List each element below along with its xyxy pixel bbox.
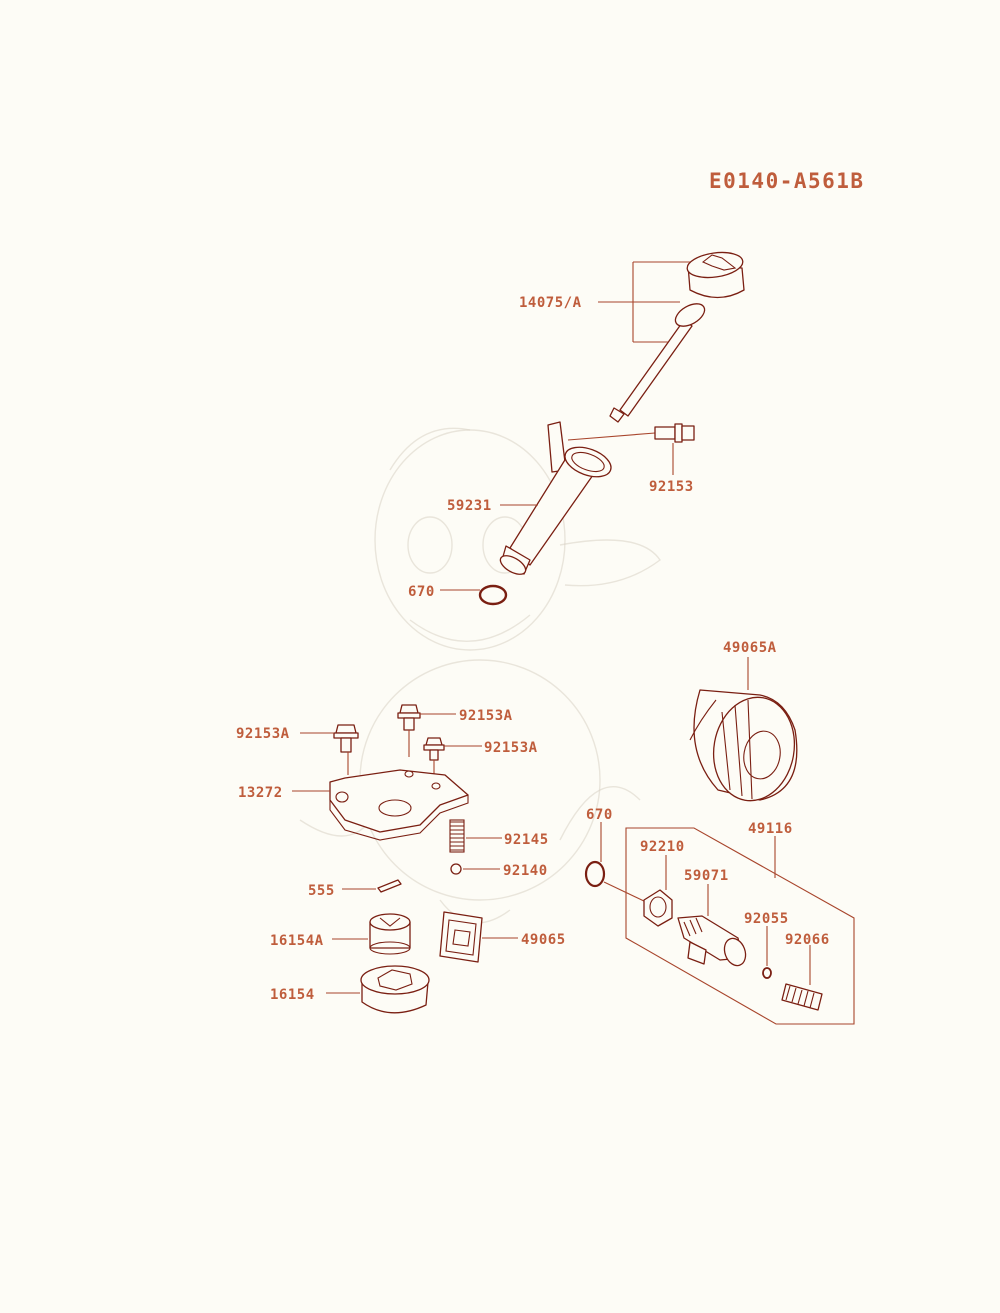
label-92140: 92140	[503, 863, 548, 879]
label-92153a-3: 92153A	[484, 740, 538, 756]
oring-small-part	[762, 967, 772, 979]
nut-part	[643, 889, 673, 927]
dipstick-part	[609, 251, 745, 423]
label-16154a: 16154A	[270, 933, 324, 949]
label-59071: 59071	[684, 868, 729, 884]
bolt-92153a-1-part	[333, 724, 359, 753]
label-49116: 49116	[748, 821, 793, 837]
label-16154: 16154	[270, 987, 315, 1003]
fitting-part	[677, 915, 747, 967]
oring-670-mid-part	[584, 860, 606, 888]
label-49065a: 49065A	[723, 640, 777, 656]
label-13272: 13272	[238, 785, 283, 801]
diagram-code: E0140-A561B	[709, 169, 865, 193]
ball-part	[450, 863, 462, 875]
label-92210: 92210	[640, 839, 685, 855]
screen-part	[439, 911, 483, 963]
filler-tube-leader	[500, 432, 656, 506]
bolt-92153a-3-part	[423, 737, 445, 761]
label-92145: 92145	[504, 832, 549, 848]
watermark-mascot	[299, 427, 661, 924]
bolt-92153-part	[654, 423, 695, 443]
label-555: 555	[308, 883, 335, 899]
label-92153a-1: 92153A	[236, 726, 290, 742]
oring-670-top-part	[478, 584, 508, 606]
label-670-mid: 670	[586, 807, 613, 823]
label-92153a-2: 92153A	[459, 708, 513, 724]
cover-leader	[292, 752, 349, 792]
assembly-frame	[603, 827, 855, 1025]
filler-tube-part	[499, 421, 612, 575]
label-92066: 92066	[785, 932, 830, 948]
label-49065: 49065	[521, 932, 566, 948]
rotor-outer-part	[360, 965, 430, 1014]
dipstick-leader	[598, 261, 690, 343]
pin-part	[377, 879, 402, 893]
label-14075-a: 14075/A	[519, 295, 582, 311]
label-670-top: 670	[408, 584, 435, 600]
bolt-92153a-3-leader	[433, 745, 482, 778]
oil-filter-part	[689, 689, 798, 802]
rotor-inner-part	[369, 913, 411, 955]
spring-part	[449, 819, 465, 853]
label-59231: 59231	[447, 498, 492, 514]
label-92055: 92055	[744, 911, 789, 927]
bolt-92153a-2-part	[397, 704, 421, 731]
bolt-92153a-2-leader	[408, 713, 456, 757]
plug-part	[781, 983, 823, 1011]
label-92153: 92153	[649, 479, 694, 495]
cover-plate-part	[329, 769, 469, 841]
